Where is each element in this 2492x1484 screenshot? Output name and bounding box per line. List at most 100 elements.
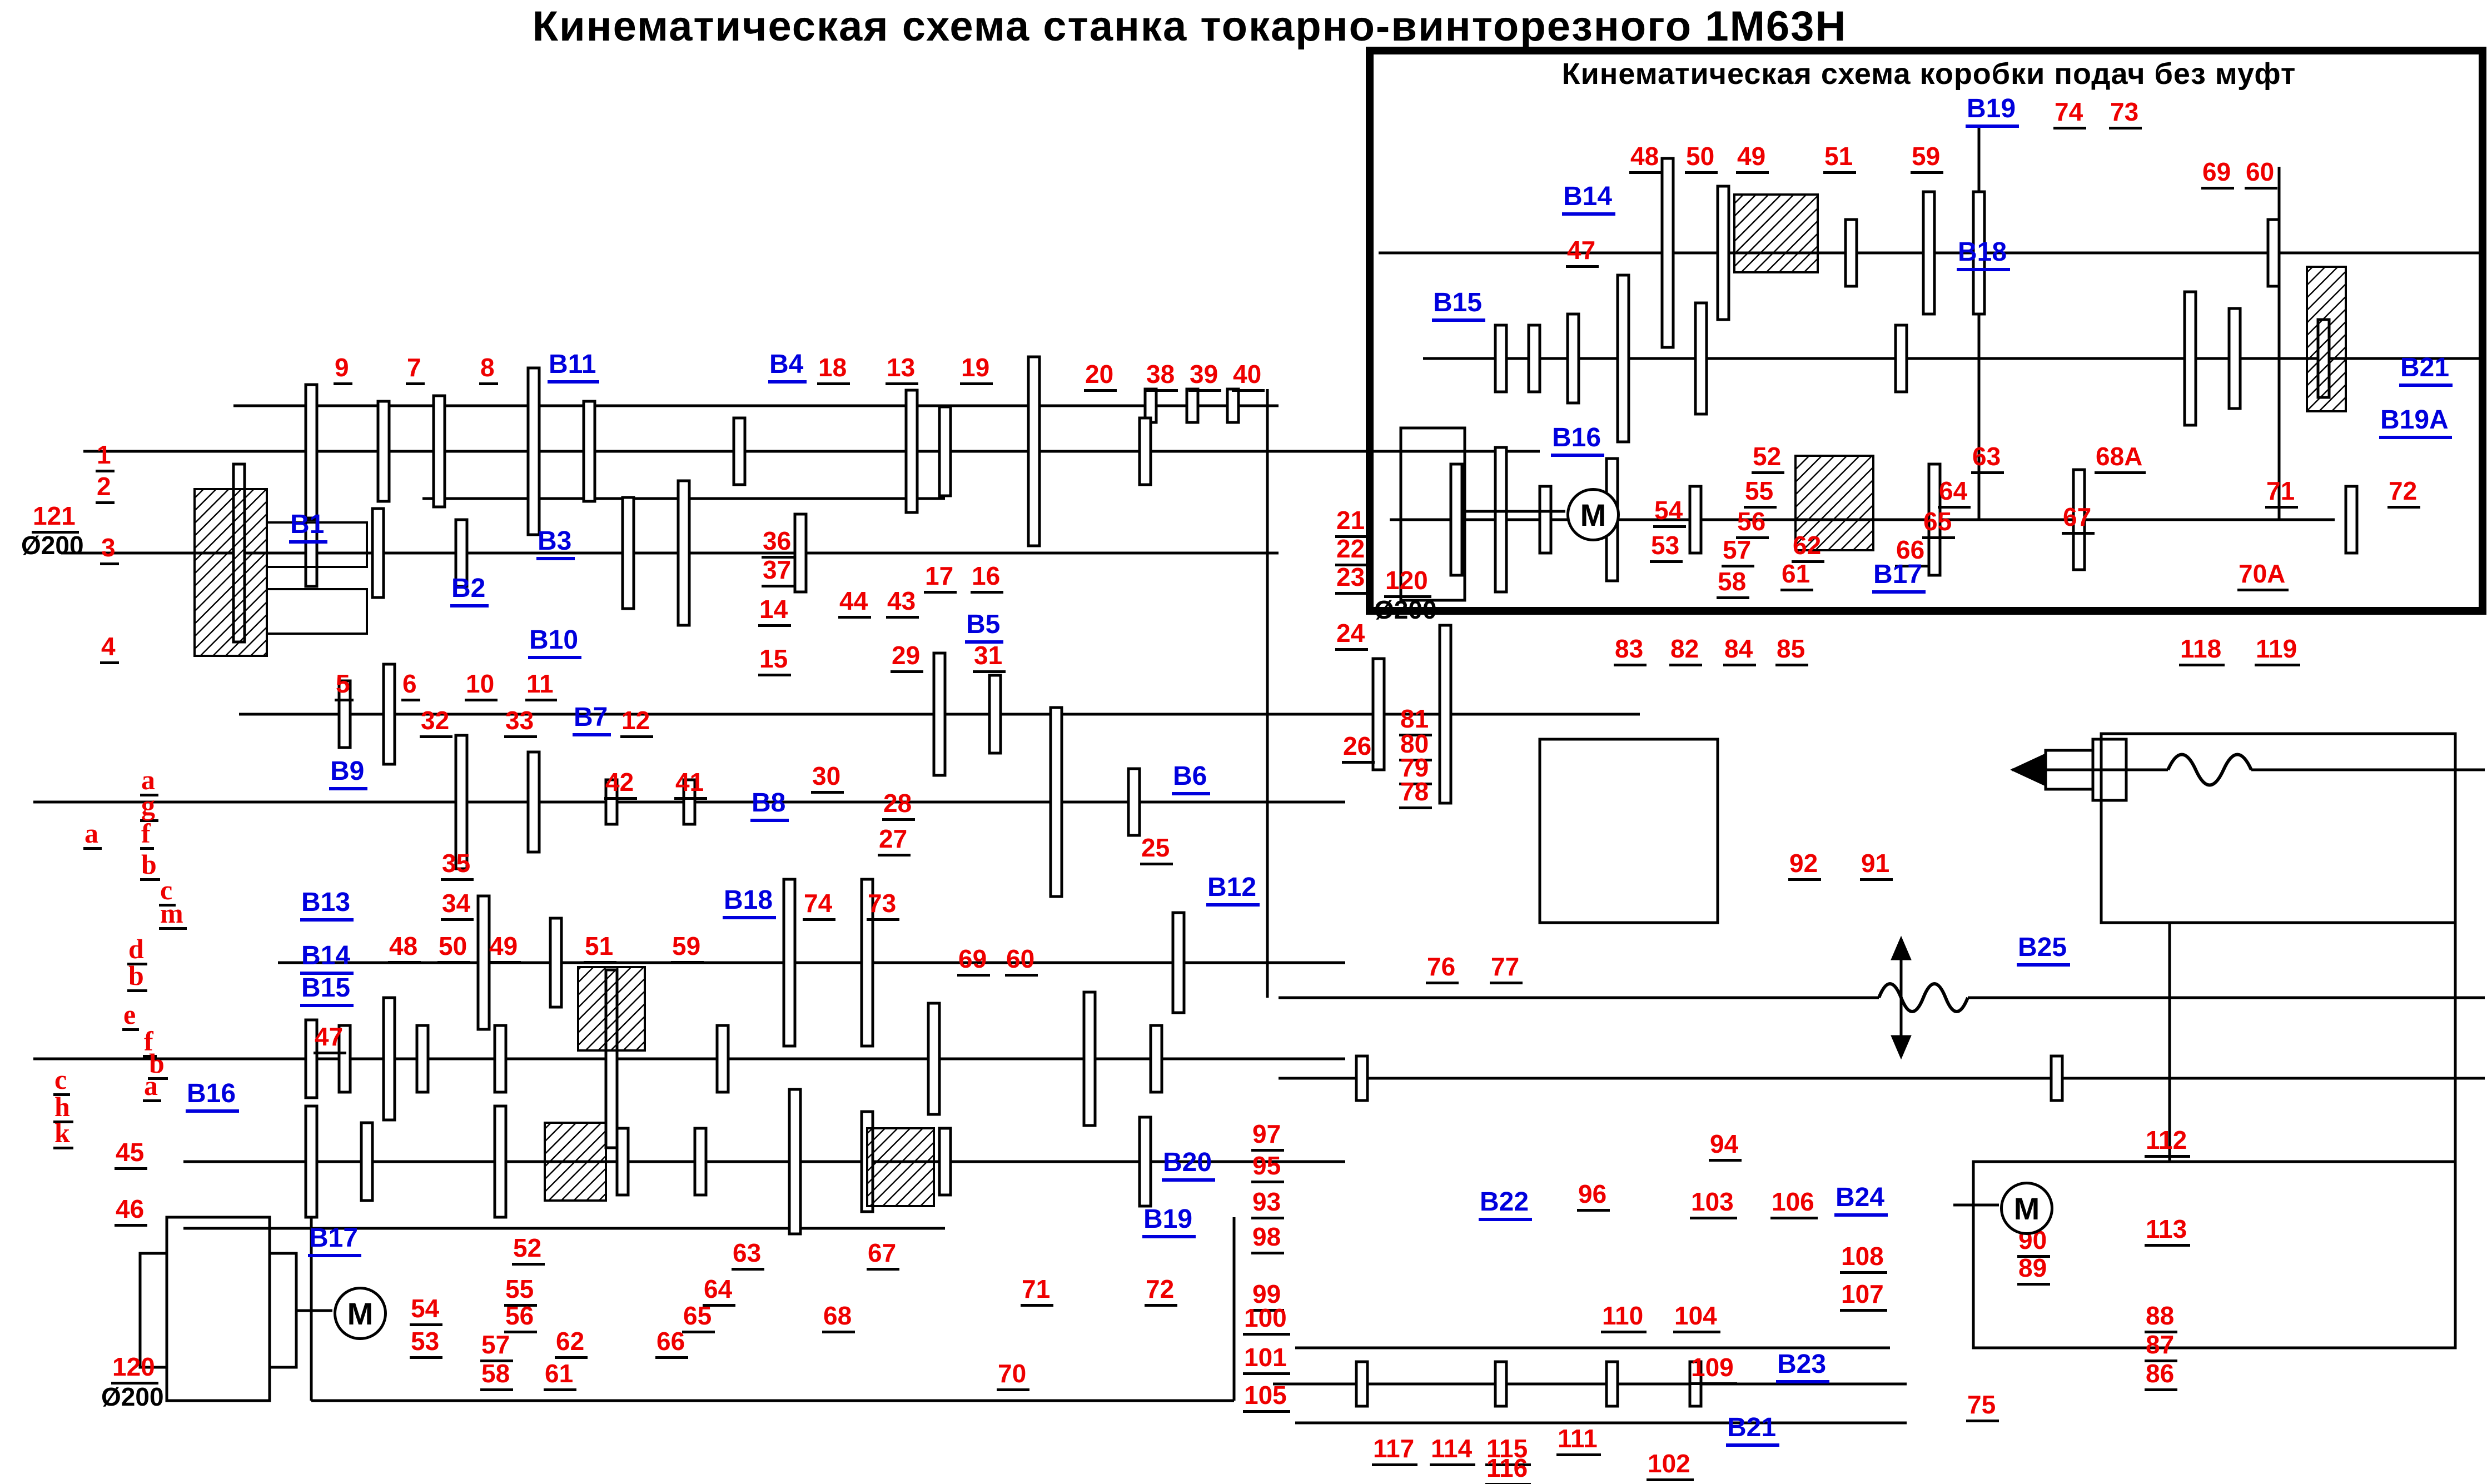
part-number-label: 75	[1966, 1392, 1999, 1422]
part-number-label: 73	[867, 890, 900, 921]
part-number-label: 105	[1243, 1382, 1290, 1413]
part-number-label: 93	[1251, 1189, 1285, 1219]
part-number-label: 106	[1770, 1189, 1818, 1219]
chain-switch-label: В4	[768, 351, 807, 384]
chain-switch-label: В11	[548, 351, 600, 384]
inset-title: Кинематическая схема коробки подач без м…	[1561, 57, 2296, 91]
part-number-label: 72	[1145, 1276, 1178, 1307]
part-number-label: 44	[838, 588, 872, 619]
part-number-label: 35	[441, 850, 474, 881]
page-title: Кинематическая схема станка токарно-винт…	[532, 3, 1847, 50]
part-number-label: 38	[1145, 361, 1178, 392]
gear-letter-label: f	[140, 819, 154, 850]
part-number-label: 70А	[2237, 561, 2289, 591]
chain-switch-label: В13	[300, 889, 354, 922]
part-number-label: 65	[682, 1303, 715, 1333]
part-number-label: 52	[1752, 444, 1785, 474]
part-number-label: 6	[401, 671, 420, 701]
part-number-label: 34	[441, 890, 474, 921]
part-number-label: 107	[1840, 1281, 1887, 1312]
part-number-label: 43	[886, 588, 919, 619]
chain-switch-label: В15	[300, 975, 354, 1007]
part-number-label: 49	[488, 933, 521, 964]
part-number-label: 70	[997, 1361, 1030, 1391]
part-number-label: 57	[1722, 537, 1755, 567]
part-number-label: 4	[100, 634, 119, 664]
gear-letter-label: e	[122, 1000, 140, 1031]
part-number-label: 78	[1399, 779, 1432, 809]
part-number-label: 22	[1335, 536, 1369, 566]
part-number-label: 48	[1629, 143, 1663, 174]
chain-switch-label: В16	[186, 1080, 240, 1113]
part-number-label: 79	[1399, 755, 1432, 785]
part-number-label: 5	[335, 671, 354, 701]
dimension-label: Ø200	[21, 531, 84, 560]
part-number-label: 30	[811, 763, 844, 794]
part-number-label: 12	[620, 708, 654, 738]
chain-switch-label: В18	[1957, 239, 2011, 271]
part-number-label: 102	[1647, 1451, 1694, 1481]
chain-switch-label: В21	[2399, 355, 2453, 387]
part-number-label: 120	[1384, 567, 1431, 598]
chain-switch-label: В9	[329, 758, 368, 790]
part-number-label: 81	[1399, 706, 1432, 736]
part-number-label: 56	[504, 1303, 538, 1333]
part-number-label: 33	[504, 708, 538, 738]
part-number-label: 96	[1577, 1181, 1610, 1212]
part-number-label: 51	[1823, 143, 1857, 174]
part-number-label: 112	[2145, 1127, 2191, 1158]
chain-switch-label: В12	[1206, 874, 1260, 907]
part-number-label: 9	[334, 355, 352, 385]
chain-switch-label: В6	[1172, 763, 1211, 795]
part-number-label: 66	[1895, 537, 1928, 567]
chain-switch-label: В5	[965, 611, 1004, 644]
part-number-label: 99	[1251, 1281, 1285, 1312]
chain-switch-label: В22	[1479, 1189, 1533, 1221]
gear-letter-label: b	[148, 1049, 168, 1080]
part-number-label: 64	[1938, 478, 1971, 509]
part-number-label: 111	[1556, 1426, 1601, 1456]
inset-box-border	[1366, 47, 2486, 615]
motor-symbol: М	[1566, 488, 1620, 541]
part-number-label: 32	[420, 708, 453, 738]
part-number-label: 63	[1971, 444, 2004, 474]
part-number-label: 66	[655, 1328, 689, 1359]
part-number-label: 116	[1485, 1455, 1531, 1484]
part-number-label: 119	[2255, 636, 2301, 666]
part-number-label: 61	[544, 1361, 577, 1391]
part-number-label: 83	[1614, 636, 1647, 666]
part-number-label: 54	[410, 1296, 443, 1326]
part-number-label: 15	[758, 646, 792, 676]
part-number-label: 120	[111, 1354, 158, 1385]
chain-switch-label: В2	[450, 575, 489, 607]
part-number-label: 61	[1780, 561, 1814, 591]
part-number-label: 63	[732, 1240, 765, 1271]
part-number-label: 40	[1232, 361, 1265, 392]
part-number-label: 27	[878, 826, 911, 856]
part-number-label: 45	[115, 1139, 148, 1170]
part-number-label: 18	[817, 355, 850, 385]
part-number-label: 57	[480, 1332, 514, 1362]
gear-letter-label: b	[127, 962, 147, 992]
part-number-label: 62	[1792, 532, 1825, 563]
part-number-label: 73	[2109, 99, 2142, 130]
part-number-label: 86	[2145, 1361, 2178, 1391]
chain-switch-label: В20	[1162, 1149, 1216, 1182]
chain-switch-label: В10	[528, 627, 582, 659]
part-number-label: 97	[1251, 1121, 1285, 1152]
part-number-label: 21	[1335, 507, 1369, 538]
part-number-label: 98	[1251, 1224, 1285, 1254]
part-number-label: 59	[671, 933, 704, 964]
part-number-label: 49	[1736, 143, 1769, 174]
part-number-label: 16	[971, 563, 1004, 594]
dimension-label: Ø200	[1374, 595, 1437, 624]
part-number-label: 11	[525, 671, 557, 701]
part-number-label: 25	[1140, 835, 1173, 865]
part-number-label: 54	[1653, 497, 1687, 528]
part-number-label: 87	[2145, 1332, 2178, 1362]
gear-letter-label: c	[159, 876, 176, 907]
chain-switch-label: В19	[1966, 96, 2020, 128]
part-number-label: 74	[2053, 99, 2087, 130]
